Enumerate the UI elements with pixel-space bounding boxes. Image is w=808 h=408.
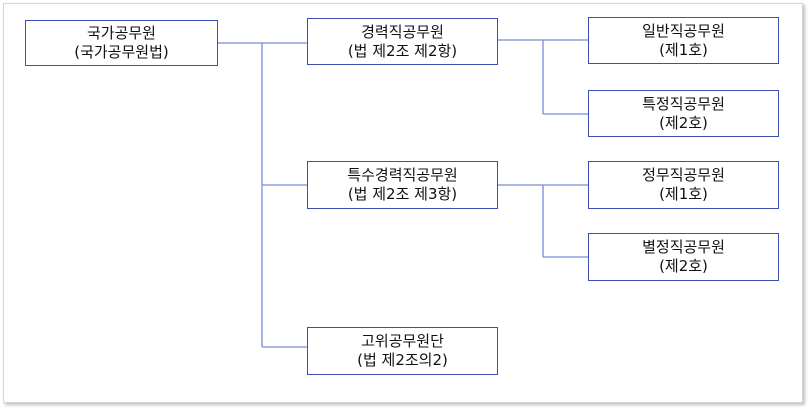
node-label: 일반직공무원	[642, 21, 725, 40]
node-sublabel: (법 제2조의2)	[357, 351, 448, 369]
node-national-public-official: 국가공무원 (국가공무원법)	[25, 20, 218, 66]
node-label: 특정직공무원	[642, 94, 725, 113]
node-special-career-official: 특수경력직공무원 (법 제2조 제3항)	[307, 161, 498, 209]
node-sublabel: (법 제2조 제2항)	[347, 41, 458, 60]
node-label: 경력직공무원	[361, 22, 444, 41]
node-label: 별정직공무원	[642, 238, 725, 256]
node-general-service: 일반직공무원 (제1호)	[588, 17, 779, 64]
node-sublabel: (국가공무원법)	[74, 43, 169, 61]
node-sublabel: (제2호)	[659, 113, 708, 132]
node-label: 정무직공무원	[642, 166, 725, 184]
node-separate-service: 별정직공무원 (제2호)	[588, 233, 779, 281]
node-sublabel: (제1호)	[659, 40, 708, 59]
node-special-service: 특정직공무원 (제2호)	[588, 90, 779, 137]
node-label: 고위공무원단	[361, 332, 444, 350]
node-senior-executive-service: 고위공무원단 (법 제2조의2)	[307, 327, 498, 375]
node-sublabel: (법 제2조 제3항)	[347, 185, 458, 203]
node-sublabel: (제1호)	[659, 185, 708, 203]
node-label: 특수경력직공무원	[347, 166, 458, 184]
node-career-official: 경력직공무원 (법 제2조 제2항)	[307, 18, 498, 65]
node-label: 국가공무원	[86, 24, 156, 42]
node-sublabel: (제2호)	[659, 257, 708, 275]
node-political-service: 정무직공무원 (제1호)	[588, 161, 779, 209]
